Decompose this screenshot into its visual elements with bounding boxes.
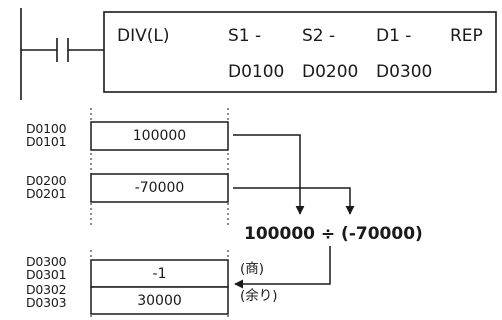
register-label-d0301: D0301 — [26, 267, 67, 282]
s2-cell — [90, 173, 229, 203]
remainder-cell — [90, 286, 229, 315]
operand-value-d1: D0300 — [376, 62, 433, 82]
operand-value-s1: D0100 — [228, 62, 285, 82]
register-cells — [90, 121, 229, 315]
result-to-remainder-arrow — [234, 246, 331, 289]
remainder-note: (余り) — [240, 288, 278, 304]
quotient-cell — [90, 259, 229, 288]
quotient-value: -1 — [152, 266, 167, 282]
instruction-name: DIV(L) — [117, 26, 170, 46]
s2-to-expression-arrow — [233, 187, 355, 215]
operand-value-s2: D0200 — [302, 62, 359, 82]
division-expression: 100000 ÷ (-70000) — [244, 224, 423, 244]
operand-header-d1: D1 - — [376, 26, 412, 46]
s1-cell — [90, 121, 229, 151]
register-label-d0300: D0300 — [26, 254, 67, 269]
operand-header-s2: S2 - — [302, 26, 336, 46]
register-label-d0200: D0200 — [26, 173, 67, 188]
register-label-d0101: D0101 — [26, 134, 67, 149]
s1-to-expression-arrow — [233, 134, 305, 215]
register-label-d0302: D0302 — [26, 282, 67, 297]
register-label-d0201: D0201 — [26, 186, 67, 201]
quotient-note: (商) — [240, 261, 265, 277]
operand-header-s1: S1 - — [228, 26, 262, 46]
operand-header-rep: REP — [450, 26, 483, 46]
register-label-d0100: D0100 — [26, 121, 67, 136]
s2-value: -70000 — [134, 180, 185, 196]
s1-value: 100000 — [132, 128, 187, 144]
register-label-d0303: D0303 — [26, 295, 67, 310]
remainder-value: 30000 — [137, 293, 182, 309]
instruction-box — [103, 11, 497, 93]
flow-arrows — [233, 134, 355, 289]
ladder-rung — [20, 8, 497, 100]
